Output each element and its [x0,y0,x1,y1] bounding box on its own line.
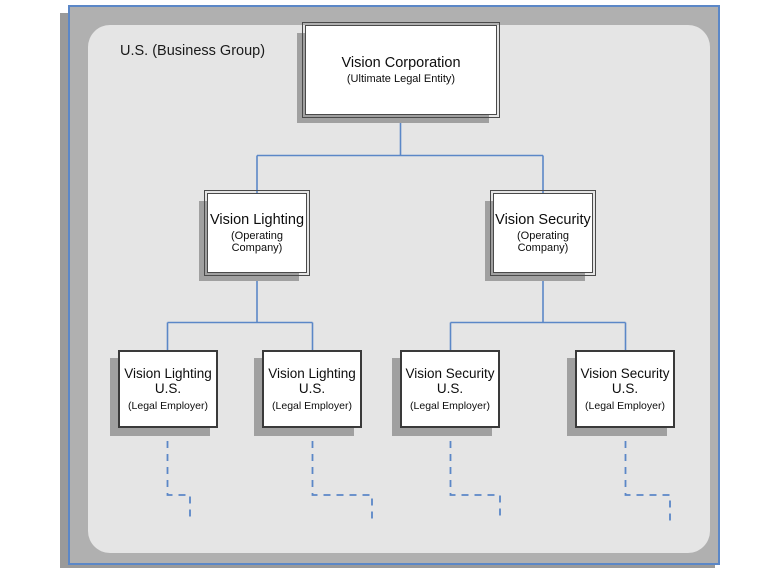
node-box: Vision Corporation (Ultimate Legal Entit… [302,22,500,118]
business-group-label: U.S. (Business Group) [120,43,266,59]
node-title-line2: U.S. [611,380,639,396]
node-box: Vision Security U.S. (Legal Employer) [575,350,675,428]
node-subtitle-line1: (Operating [231,229,283,242]
node-subtitle-line1: (Operating [517,229,569,242]
node-title: Vision Corporation [341,54,461,71]
node-box: Vision Security U.S. (Legal Employer) [400,350,500,428]
node-title-line1: Vision Lighting [124,365,212,381]
node-subtitle: (Legal Employer) [128,399,208,412]
node-subtitle: (Operating Company) [517,230,569,255]
node-title-line1: Vision Security [580,365,670,381]
node-vision-lighting[interactable]: Vision Lighting (Operating Company) [199,190,310,281]
node-subtitle: (Legal Employer) [410,399,490,412]
node-vision-lighting-us-1[interactable]: Vision Lighting U.S. (Legal Employer) [110,350,218,436]
node-vision-security-us-1[interactable]: Vision Security U.S. (Legal Employer) [392,350,500,436]
node-title: Vision Lighting [209,211,305,228]
node-subtitle-line2: Company) [517,242,569,255]
node-title-line1: Vision Lighting [268,365,356,381]
node-title-line1: Vision Security [405,365,495,381]
node-subtitle: (Operating Company) [231,230,283,255]
node-box: Vision Security (Operating Company) [490,190,596,276]
node-subtitle: (Ultimate Legal Entity) [346,72,456,85]
node-vision-security-us-2[interactable]: Vision Security U.S. (Legal Employer) [567,350,675,436]
node-box: Vision Lighting U.S. (Legal Employer) [262,350,362,428]
node-box: Vision Lighting (Operating Company) [204,190,310,276]
node-title-line2: U.S. [436,380,464,396]
node-title-line2: U.S. [298,380,326,396]
node-subtitle: (Legal Employer) [585,399,665,412]
node-title-line2: U.S. [154,380,182,396]
node-box: Vision Lighting U.S. (Legal Employer) [118,350,218,428]
node-subtitle-line2: Company) [231,242,283,255]
node-vision-corporation[interactable]: Vision Corporation (Ultimate Legal Entit… [297,22,500,123]
node-vision-lighting-us-2[interactable]: Vision Lighting U.S. (Legal Employer) [254,350,362,436]
node-subtitle: (Legal Employer) [272,399,352,412]
node-vision-security[interactable]: Vision Security (Operating Company) [485,190,596,281]
node-title: Vision Security [495,211,591,228]
